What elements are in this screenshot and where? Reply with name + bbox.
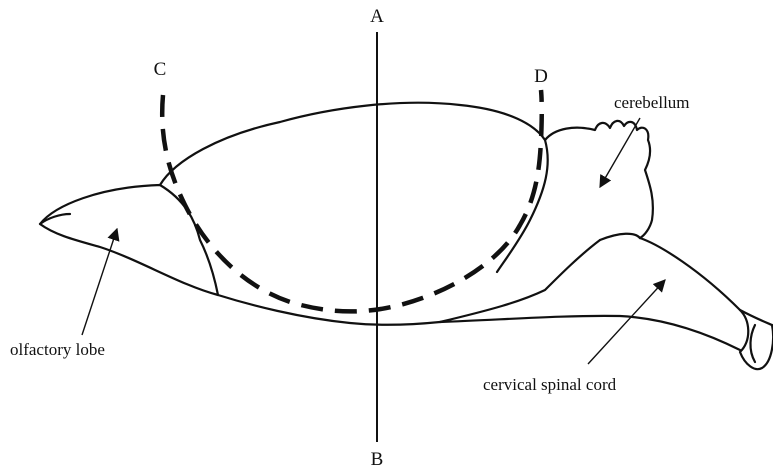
label-cervical-spinal-cord: cervical spinal cord bbox=[483, 375, 617, 394]
cerebellum-outline bbox=[545, 121, 653, 238]
label-olfactory-lobe: olfactory lobe bbox=[10, 340, 105, 359]
label-cerebellum: cerebellum bbox=[614, 93, 690, 112]
brainstem-upper bbox=[640, 238, 772, 325]
cerebellum-arrow bbox=[600, 118, 640, 187]
cerebrum-outline bbox=[160, 103, 548, 272]
dashed-section-line-cd bbox=[162, 90, 542, 311]
label-a: A bbox=[370, 6, 384, 27]
spinal-cord-arrow bbox=[588, 280, 665, 364]
spinal-cord-tip bbox=[750, 325, 755, 362]
brainstem-inner bbox=[440, 240, 600, 322]
label-d: D bbox=[534, 66, 548, 87]
brain-bottom-outline bbox=[218, 295, 740, 350]
brainstem-front bbox=[600, 234, 640, 240]
label-c: C bbox=[154, 59, 167, 80]
olfactory-lobe-arrow bbox=[82, 229, 117, 335]
olfactory-lobe-outline bbox=[40, 185, 218, 295]
label-b: B bbox=[371, 449, 384, 470]
